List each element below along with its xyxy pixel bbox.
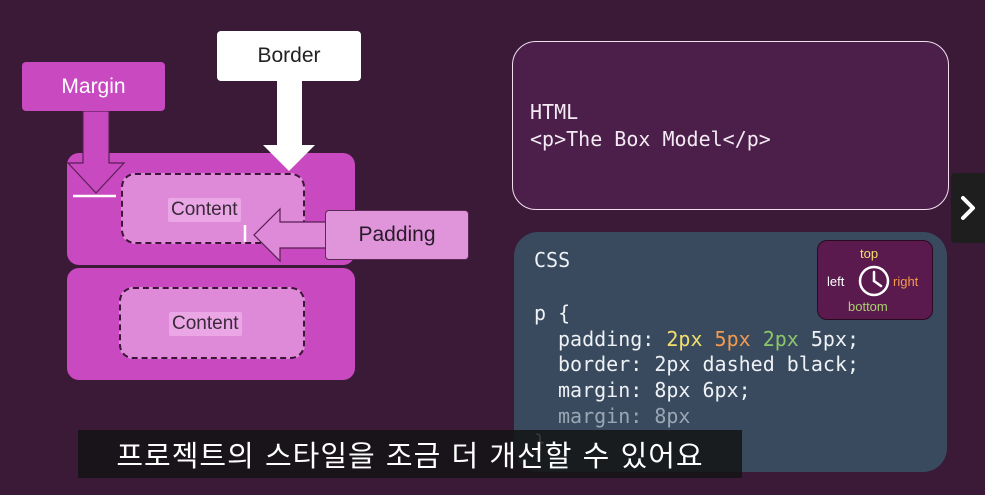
compass-left: left [827,274,845,289]
compass-bottom: bottom [848,299,888,314]
html-code-line: <p>The Box Model</p> [530,127,771,151]
padding-property: padding: [558,327,667,351]
border-label: Border [217,31,361,81]
padding-right-value: 5px [714,327,751,351]
border-arrow-icon [263,81,315,171]
css-border-line: border: 2px dashed black; [558,352,860,376]
subtitle-caption: 프로젝트의 스타일을 조금 더 개선할 수 있어요 [78,430,742,478]
chevron-right-icon [961,196,975,220]
compass-top: top [860,246,879,261]
css-heading: CSS [534,248,571,272]
margin-arrow-icon [66,110,126,194]
padding-box-2: Content [119,287,305,359]
html-code-panel: HTML <p>The Box Model</p> [512,41,949,210]
css-padding-line: padding: 2px 5px 2px 5px; [558,327,859,351]
margin-box-2: Content [67,268,355,380]
padding-left-value: 5px; [810,327,860,351]
content-label-2: Content [169,312,242,336]
padding-bottom-value: 2px [762,327,799,351]
html-heading: HTML [530,100,579,124]
next-button[interactable] [951,173,985,243]
padding-label: Padding [325,210,469,260]
direction-compass: top left right bottom [817,240,933,320]
clock-icon [858,265,890,297]
css-selector: p { [534,301,571,325]
css-margin-line: margin: 8px 6px; [558,378,751,402]
padding-arrow-icon [253,207,327,263]
margin-box-1: Content [67,153,355,265]
css-margin-faded-line: margin: 8px [558,404,691,428]
content-label-1: Content [168,198,241,222]
margin-label: Margin [22,62,165,111]
padding-top-value: 2px [666,327,703,351]
compass-right: right [893,274,919,289]
